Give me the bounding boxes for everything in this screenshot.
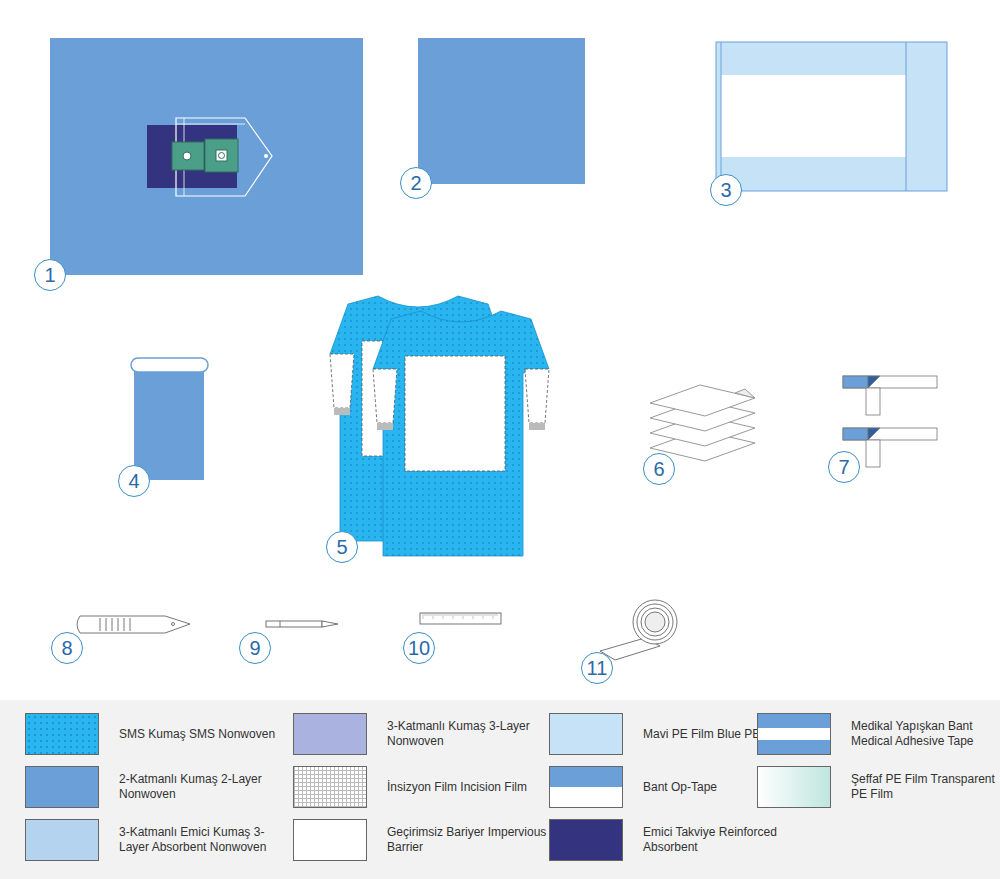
callout-number: 2 [400, 167, 432, 199]
callout-number: 7 [828, 451, 860, 483]
probe-cover [131, 358, 208, 480]
legend-band [0, 700, 1000, 879]
legend-swatch [549, 819, 623, 861]
legend-text: 3-Katmanlı Emici Kumaş 3-Layer Absorbent… [119, 825, 284, 855]
light-handle-cover [77, 616, 190, 633]
legend-item: SMS Kumaş SMS Nonwoven [25, 713, 284, 755]
legend-item: Emici Takviye Reinforced Absorbent [549, 819, 808, 861]
legend-swatch [293, 713, 367, 755]
legend-swatch [549, 766, 623, 808]
tape-roll [600, 600, 677, 660]
legend-text: Emici Takviye Reinforced Absorbent [643, 825, 808, 855]
legend-item: Şeffaf PE Film Transparent PE Film [757, 766, 996, 808]
adhesive-tapes [843, 376, 937, 467]
drape-two [418, 38, 585, 184]
legend-item: Geçirimsiz Bariyer Impervious Barrier [293, 819, 552, 861]
callout-number: 10 [403, 632, 435, 664]
drape-one [50, 38, 363, 275]
callout-number: 4 [118, 465, 150, 497]
ruler [420, 613, 501, 624]
table-cover [716, 42, 947, 191]
legend-swatch [25, 819, 99, 861]
callout-number: 1 [34, 259, 66, 291]
legend-item: 3-Katmanlı Emici Kumaş 3-Layer Absorbent… [25, 819, 284, 861]
legend-item: İnsizyon Film Incision Film [293, 766, 552, 808]
legend-text: 3-Katmanlı Kumaş 3-Layer Nonwoven [387, 719, 552, 749]
legend-item: 3-Katmanlı Kumaş 3-Layer Nonwoven [293, 713, 552, 755]
legend-swatch [549, 713, 623, 755]
callout-number: 8 [51, 632, 83, 664]
legend-swatch [757, 766, 831, 808]
legend-text: Şeffaf PE Film Transparent PE Film [851, 772, 996, 802]
legend-swatch [757, 713, 831, 755]
legend-text: SMS Kumaş SMS Nonwoven [119, 727, 284, 742]
legend-text: Geçirimsiz Bariyer Impervious Barrier [387, 825, 552, 855]
callout-number: 6 [643, 453, 675, 485]
callout-number: 11 [581, 652, 613, 684]
legend-swatch [25, 713, 99, 755]
legend-item: Medikal Yapışkan Bant Medical Adhesive T… [757, 713, 996, 755]
towels [650, 385, 755, 461]
surgical-gowns [330, 296, 549, 556]
legend-text: İnsizyon Film Incision Film [387, 780, 552, 795]
callout-number: 5 [326, 531, 358, 563]
callout-number: 9 [239, 632, 271, 664]
legend-text: 2-Katmanlı Kumaş 2-Layer Nonwoven [119, 772, 284, 802]
callout-number: 3 [710, 174, 742, 206]
legend-text: Medikal Yapışkan Bant Medical Adhesive T… [851, 719, 996, 749]
legend-swatch [25, 766, 99, 808]
marker-pen [266, 621, 338, 627]
legend-swatch [293, 766, 367, 808]
legend-item: 2-Katmanlı Kumaş 2-Layer Nonwoven [25, 766, 284, 808]
legend-swatch [293, 819, 367, 861]
